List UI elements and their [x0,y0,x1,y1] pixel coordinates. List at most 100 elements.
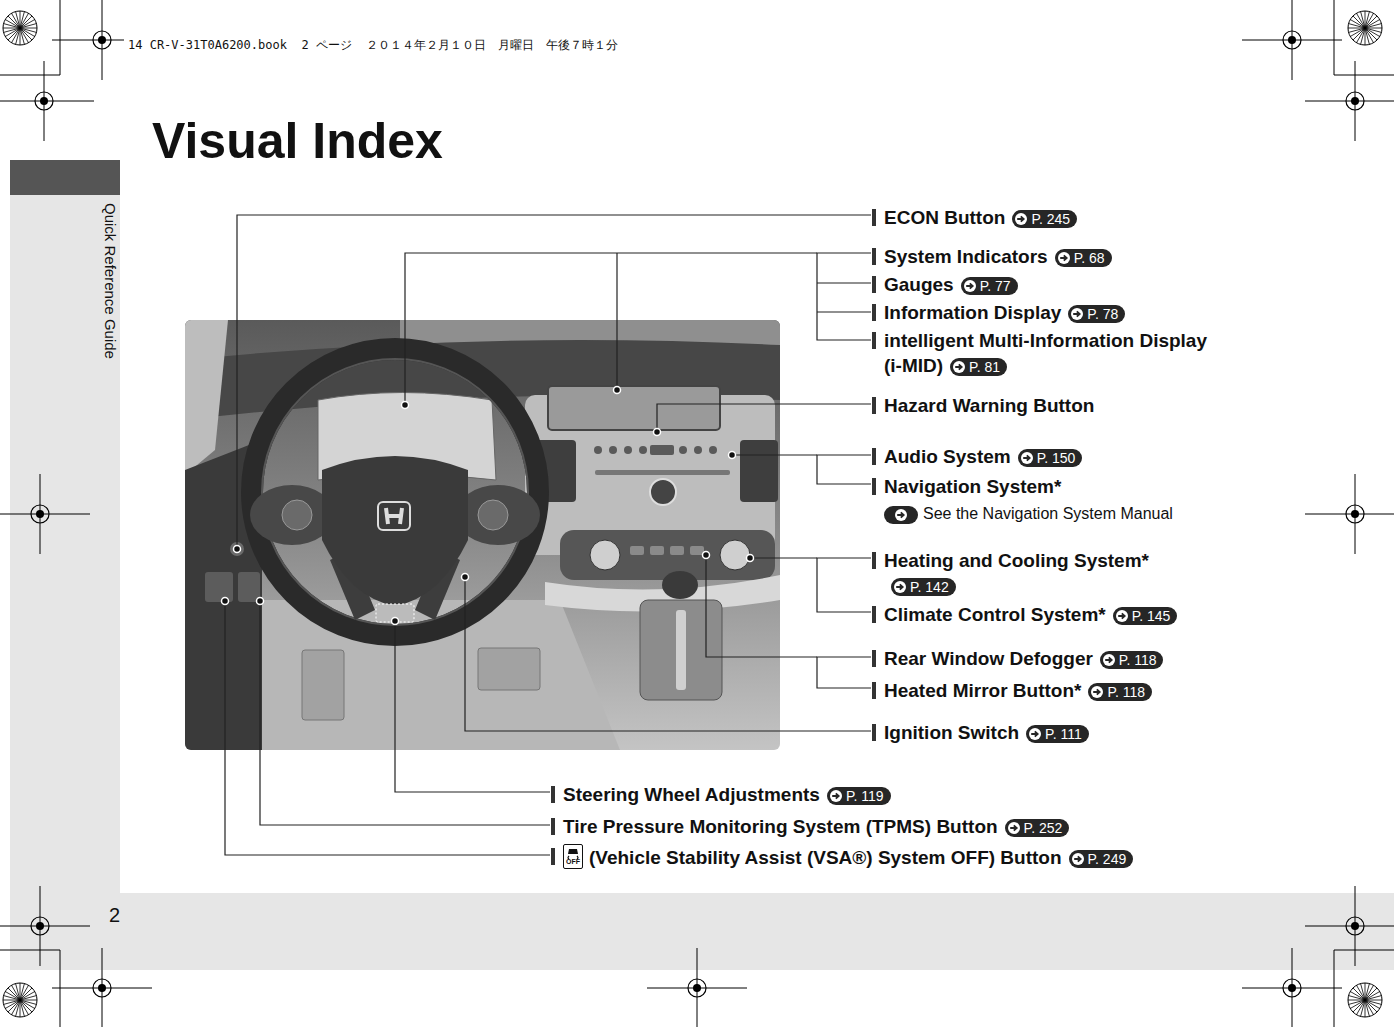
callout-label: Audio System [884,446,1011,467]
arrow-circle [953,361,965,373]
label-marker [872,682,876,699]
callout-label: intelligent Multi-Information Display (i… [884,330,1207,376]
callout-row: Hazard Warning Button [884,393,1094,418]
sunburst-ray [12,13,21,28]
page-title: Visual Index [152,113,443,169]
arrow-circle [894,581,906,593]
crosshair [52,40,124,41]
callout-label: Gauges [884,274,954,295]
icon-text: OFF [564,858,582,866]
sunburst [3,11,37,45]
label-marker [872,650,876,667]
callout-row: See the Navigation System Manual [884,500,1173,526]
callout-label: Heating and Cooling System* [884,550,1149,571]
sunburst-ring [1348,11,1382,45]
sunburst-ray [1361,12,1365,28]
registration-mark [0,886,90,966]
target-ring [1283,979,1301,997]
sunburst [3,983,37,1017]
arrow-circle [1029,728,1041,740]
arrow-circle [830,790,842,802]
label-marker [872,248,876,265]
target-dot [98,36,106,44]
arrow [955,364,962,369]
target-dot [1351,510,1359,518]
reference-arrow-icon [1028,727,1042,741]
callout-row: Heated Mirror Button*P. 118 [884,678,1152,703]
reference-arrow-icon [894,508,908,522]
sunburst-ray [1350,1000,1365,1009]
label-marker [872,304,876,321]
sunburst-ray [20,992,35,1001]
page-number: 2 [109,903,120,927]
registration-mark [1305,61,1394,141]
callout-row: Tire Pressure Monitoring System (TPMS) B… [563,814,1069,839]
arrow [1105,657,1112,662]
footer-band [10,893,1394,970]
vsa-off-icon: OFF [563,844,583,869]
label-marker [872,724,876,741]
sunburst-ring [1348,983,1382,1017]
callout-label: Information Display [884,302,1061,323]
reference-arrow-icon [1057,251,1071,265]
reference-arrow-icon [1115,609,1129,623]
page-reference-pill: P. 77 [961,277,1018,295]
sunburst-ray [1365,1000,1374,1015]
page-reference-pill: P. 81 [950,358,1007,376]
target-dot [36,510,44,518]
sunburst-ray [1349,28,1365,32]
label-marker [872,276,876,293]
callout-label: Heated Mirror Button* [884,680,1081,701]
target-ring [93,979,111,997]
sunburst [1348,11,1382,45]
registration-mark [52,0,124,80]
sunburst-ray [1365,28,1369,44]
crosshair [1305,514,1394,515]
arrow-circle [1008,822,1020,834]
reference-arrow-icon [893,580,907,594]
target-ring [1283,31,1301,49]
arrow [1060,255,1067,260]
arrow [1010,825,1017,830]
callout-row: intelligent Multi-Information Display (i… [884,328,1214,378]
page-reference-pill: P. 68 [1055,249,1112,267]
page-reference-pill: P. 142 [891,578,956,596]
page-reference-pill: P. 150 [1018,449,1083,467]
callout-label: ECON Button [884,207,1005,228]
reference-arrow-icon [829,789,843,803]
page-reference: P. 68 [1074,249,1105,267]
label-marker [872,478,876,495]
sunburst-ray [16,984,20,1000]
reference-arrow-icon [1102,653,1116,667]
sunburst-ray [4,1000,20,1004]
car-outline [568,849,578,854]
sunburst-ray [1361,984,1365,1000]
target-ring [1346,505,1364,523]
callout-label: See the Navigation System Manual [923,505,1173,522]
callout-row: Steering Wheel AdjustmentsP. 119 [563,782,891,807]
label-marker [872,332,876,349]
reference-pill-icon [884,506,918,524]
callout-row: Ignition SwitchP. 111 [884,720,1089,745]
arrow [1074,856,1081,861]
section-name: Quick Reference Guide [101,203,119,359]
target-ring [688,979,706,997]
callout-row: System IndicatorsP. 68 [884,244,1112,269]
corner-sunbursts [3,11,1382,1017]
arrow [896,584,903,589]
registration-mark [1242,948,1342,1027]
target-dot [36,922,44,930]
page-reference: P. 252 [1024,819,1063,837]
arrow-circle [1072,853,1084,865]
callout-row: Rear Window DefoggerP. 118 [884,646,1163,671]
page-reference: P. 118 [1119,651,1157,669]
arrow-circle [1071,308,1083,320]
page-reference-pill: P. 119 [827,787,891,805]
sunburst-ray [12,985,21,1000]
sunburst-ray [20,28,29,43]
sunburst-ray [20,28,24,44]
callout-row: Audio System P. 150 [884,444,1082,469]
reference-arrow-icon [1007,821,1021,835]
target-ring [35,92,53,110]
